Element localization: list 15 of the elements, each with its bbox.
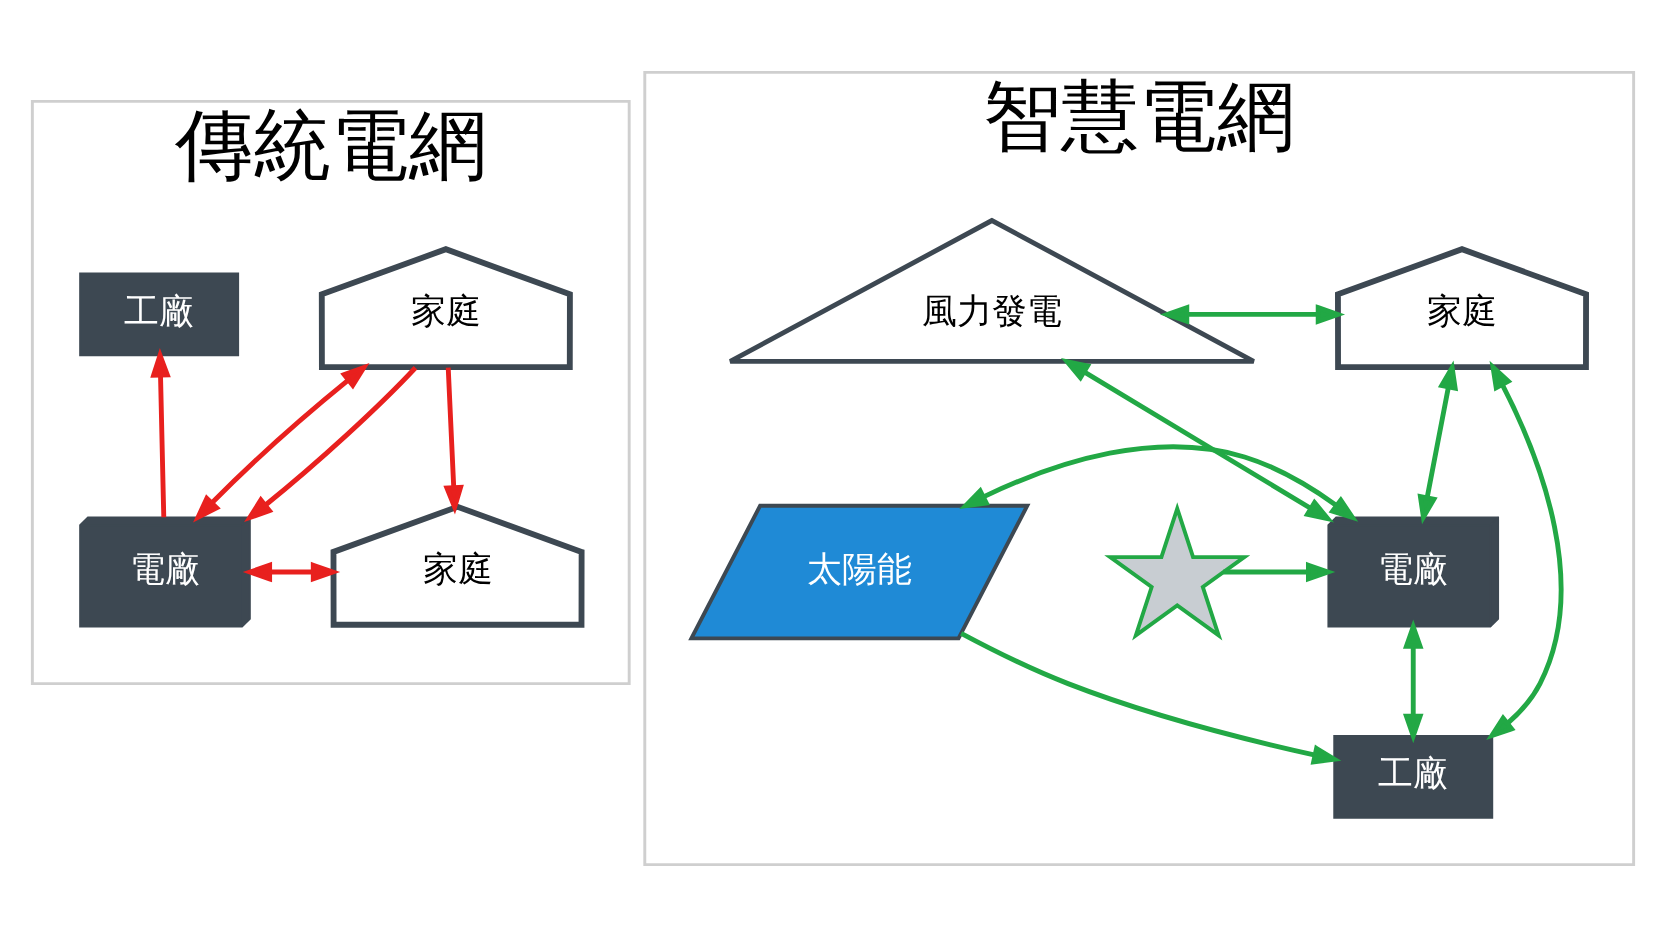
arrow (1403, 619, 1424, 744)
arrow (242, 561, 341, 583)
arrow (244, 366, 418, 523)
node-box: 工廠 (1333, 734, 1494, 819)
arrow (150, 348, 171, 518)
arrow (193, 363, 370, 523)
node-picture (1104, 502, 1251, 641)
arrow (1060, 357, 1335, 523)
node-box: 工廠 (79, 272, 240, 357)
arrow (1417, 360, 1459, 525)
arrow (959, 444, 1359, 522)
arrow (960, 631, 1342, 765)
arrow (443, 367, 464, 515)
arrow (1159, 304, 1346, 325)
arrow (1223, 561, 1336, 583)
